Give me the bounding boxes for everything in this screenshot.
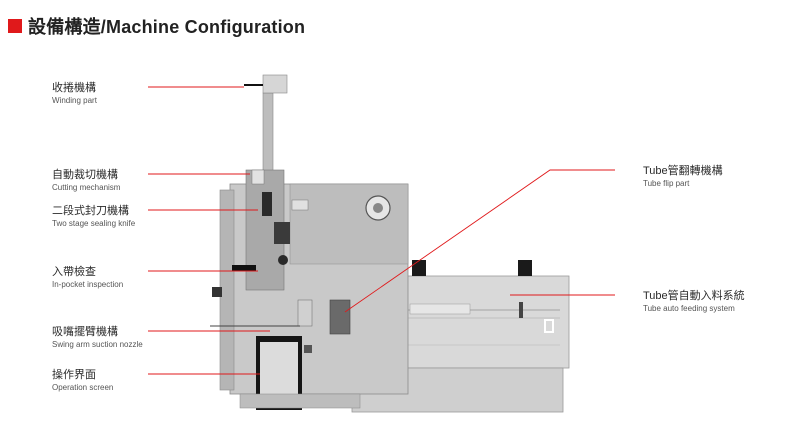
label-sealing-en: Two stage sealing knife	[52, 219, 136, 228]
label-winding: 收捲機構 Winding part	[52, 81, 97, 106]
leader-tubeflip	[344, 169, 615, 313]
winding-head	[262, 74, 288, 94]
label-winding-en: Winding part	[52, 96, 97, 105]
red-square-icon	[8, 19, 22, 33]
label-inpocket-en: In-pocket inspection	[52, 280, 124, 289]
page-title: 設備構造/Machine Configuration	[28, 17, 306, 37]
label-tubefeed-en: Tube auto feeding system	[643, 304, 735, 313]
tube-flip-unit	[329, 299, 351, 335]
label-cutting-zh: 自動裁切機構	[52, 169, 118, 181]
label-swingarm-en: Swing arm suction nozzle	[52, 340, 143, 349]
label-tubefeed: Tube管自動入料系統 Tube auto feeding system	[643, 289, 745, 314]
feed-post-right	[518, 260, 532, 276]
label-tubeflip-zh: Tube管翻轉機構	[643, 165, 723, 177]
label-swingarm-zh: 吸嘴擺臂機構	[52, 326, 118, 338]
label-cutting-en: Cutting mechanism	[52, 183, 121, 192]
label-winding-zh: 收捲機構	[52, 82, 96, 94]
label-opscreen-en: Operation screen	[52, 383, 114, 392]
label-cutting: 自動裁切機構 Cutting mechanism	[52, 168, 120, 193]
label-sealing-zh: 二段式封刀機構	[52, 205, 129, 217]
label-tubeflip-en: Tube flip part	[643, 179, 690, 188]
label-opscreen: 操作界面 Operation screen	[52, 368, 113, 393]
leader-lines	[148, 86, 615, 375]
label-sealing: 二段式封刀機構 Two stage sealing knife	[52, 204, 135, 229]
label-opscreen-zh: 操作界面	[52, 369, 96, 381]
label-inpocket: 入帶檢查 In-pocket inspection	[52, 265, 123, 290]
section-header: 設備構造/Machine Configuration	[8, 14, 305, 38]
feed-post-left	[412, 260, 426, 276]
label-tubefeed-zh: Tube管自動入料系統	[643, 290, 745, 302]
label-inpocket-zh: 入帶檢查	[52, 266, 96, 278]
label-swingarm: 吸嘴擺臂機構 Swing arm suction nozzle	[52, 325, 143, 350]
label-tubeflip: Tube管翻轉機構 Tube flip part	[643, 164, 723, 189]
